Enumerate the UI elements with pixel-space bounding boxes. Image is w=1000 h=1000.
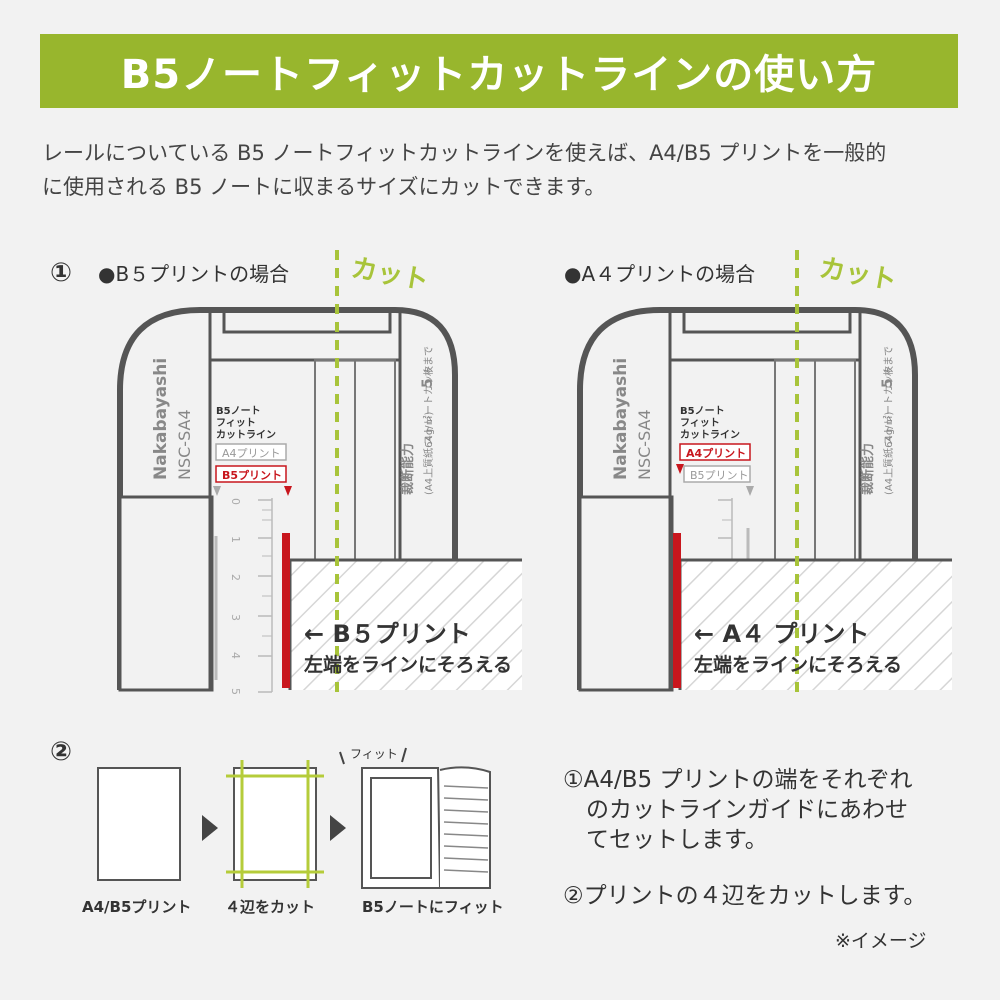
right-brand: Nakabayashi [611,358,631,480]
right-guide-a4-box [679,443,751,461]
intro-line-1: レールについている B5 ノートフィットカットラインを使えば、A4/B5 プリン… [42,141,887,165]
right-guide-b5-box [683,465,751,483]
ruler-num-1: 1 [229,536,242,543]
left-guide-b5-box [215,465,287,483]
note1-line1: ①A4/B5 プリントの端をそれぞれ [563,767,912,793]
left-capacity-count: 5 [420,378,436,388]
left-guide-a4-box [215,443,287,461]
left-guide-a4: A4プリント [222,447,281,460]
note2: ②プリントの４辺をカットします。 [563,883,926,909]
left-brand: Nakabayashi [151,358,171,480]
ruler-num-4: 4 [229,652,242,659]
caption-fit: B5ノートにフィット [362,898,504,916]
print-sheet-icon [97,767,181,881]
right-guide-title-3: カットライン [680,429,740,441]
left-cutter-base [118,495,214,692]
step1-number: ① [50,258,72,288]
right-print-label: ← A４ プリント [694,620,869,648]
ruler-num-2: 2 [229,574,242,581]
image-note: ※イメージ [835,930,927,952]
left-guide-title-3: カットライン [216,429,276,441]
right-cut-label: カット [817,253,899,296]
ruler-num-3: 3 [229,614,242,621]
left-capacity-unit: 枚まで [422,346,435,376]
left-guide-title-1: B5ノート [216,405,261,417]
left-guide-title-2: フィット [216,417,256,429]
right-top-slot [682,308,852,334]
right-align-label: 左端をラインにそろえる [694,653,902,676]
right-capacity-spec: (A4上質紙64g/㎡) [882,411,895,495]
title-banner: B5ノートフィットカットラインの使い方 [40,34,958,108]
left-guide-b5: B5プリント [222,468,282,482]
left-top-slot [222,308,392,334]
intro-line-2: に使用される B5 ノートに収まるサイズにカットできます。 [42,175,606,199]
arrow-right-icon [330,815,346,841]
ruler-num-0: 0 [229,498,242,505]
fit-label: フィット [350,747,398,761]
right-capacity-count: 5 [880,378,896,388]
left-print-label: ← B５プリント [304,620,471,648]
right-ruler [718,498,750,560]
arrow-right-icon [202,815,218,841]
step2-number: ② [50,737,72,767]
right-cutter-outline [577,307,918,690]
right-print-paper [680,560,952,690]
right-guide-title-2: フィット [680,417,720,429]
left-model: NSC-SA4 [175,409,194,480]
right-guide-title-1: B5ノート [680,405,725,417]
caption-print: A4/B5プリント [82,898,191,916]
left-align-label: 左端をラインにそろえる [304,653,512,676]
right-guide-b5: B5プリント [690,469,749,482]
left-cutter-outline [117,307,458,690]
cut-sheet-icon [233,767,317,881]
note1-line3: てセットします。 [563,827,768,853]
ruler-num-5: 5 [229,688,242,695]
right-cutter-panel: ●A４プリントの場合 Nakabayashi NSC-SA4 裁断能力 (A4上… [564,250,952,700]
right-cutter-base [578,495,674,692]
left-capacity-spec: (A4上質紙64g/㎡) [422,411,435,495]
caption-cut: ４辺をカット [225,898,315,916]
right-capacity-straight: ストレートカット [883,365,895,445]
intro-text: レールについている B5 ノートフィットカットラインを使えば、A4/B5 プリン… [42,136,962,204]
right-capacity-title: 裁断能力 [860,443,876,495]
left-case-label: ●B５プリントの場合 [98,262,289,286]
left-print-paper [290,560,522,690]
right-capacity-unit: 枚まで [882,346,895,376]
left-ruler: 0 1 2 3 4 5 [214,498,273,695]
left-capacity-straight: ストレートカット [423,365,435,445]
right-model: NSC-SA4 [635,409,654,480]
page-title: B5ノートフィットカットラインの使い方 [120,52,878,98]
left-capacity-title: 裁断能力 [400,443,416,495]
right-case-label: ●A４プリントの場合 [564,262,755,286]
notebook-icon [339,747,491,889]
left-cutter-panel: ●B５プリントの場合 Nakabayashi NSC-SA4 裁断能力 (A4上… [98,250,522,700]
note1-line2: のカットラインガイドにあわせ [563,797,908,823]
right-guide-a4: A4プリント [686,446,746,460]
left-cut-label: カット [349,253,431,296]
